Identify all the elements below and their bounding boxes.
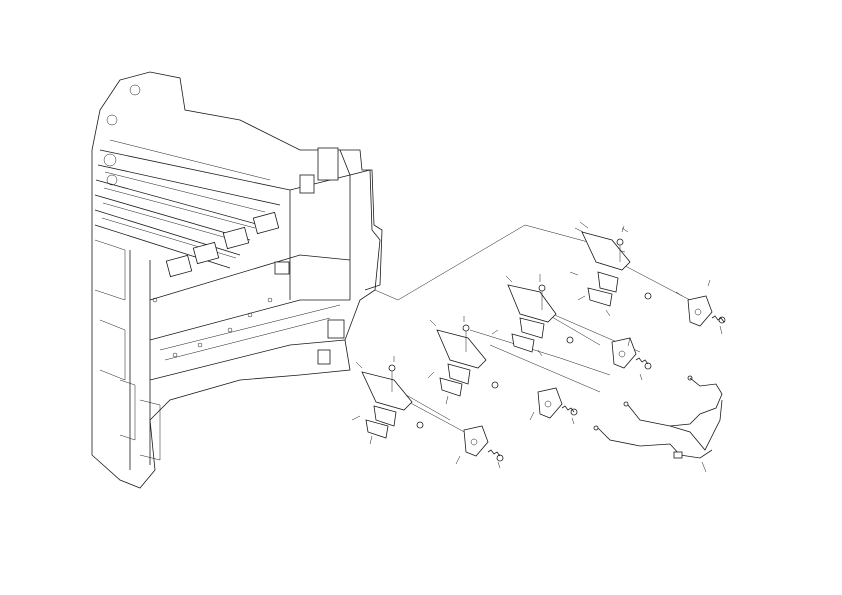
callout-ticks xyxy=(351,221,723,473)
bracket-assembly-3 xyxy=(436,324,499,397)
printer-frame-assembly xyxy=(91,71,383,489)
lever-spring-4 xyxy=(463,425,504,462)
bracket-assembly-1 xyxy=(574,227,652,307)
bracket-assembly-4 xyxy=(361,364,424,439)
lever-spring-2 xyxy=(611,337,652,370)
lever-spring-1 xyxy=(687,295,726,327)
wire-harness xyxy=(593,375,723,459)
bracket-assembly-2 xyxy=(507,284,574,353)
lever-spring-3 xyxy=(537,387,578,419)
